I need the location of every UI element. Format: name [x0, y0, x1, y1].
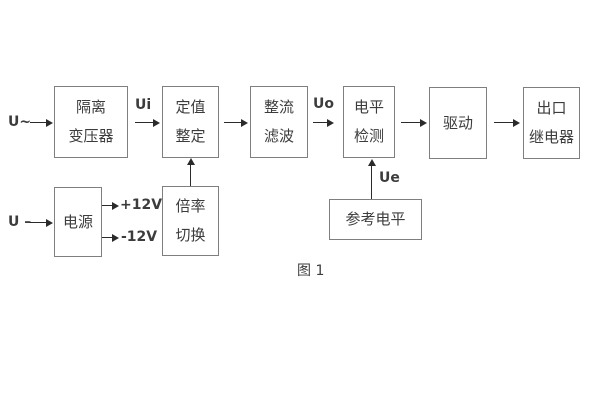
- arrow-shaft: [224, 121, 243, 124]
- block-label-line1: 参考电平: [345, 210, 406, 228]
- arrowhead-right-icon: [241, 118, 248, 127]
- arrow-detect-to-drive-icon: [401, 118, 427, 127]
- arrow-shaft: [30, 221, 48, 224]
- label-minus12v: -12V: [121, 229, 158, 245]
- block-label-line1: 倍率: [175, 197, 206, 215]
- arrow-shaft: [370, 164, 373, 199]
- block-power-supply: 电源: [54, 187, 102, 257]
- block-label-line1: 驱动: [442, 113, 473, 132]
- arrowhead-right-icon: [420, 118, 427, 127]
- block-value-setting: 定值 整定: [162, 86, 219, 158]
- block-label-line1: 电平: [353, 98, 384, 116]
- arrow-shaft: [135, 121, 155, 124]
- arrowhead-up-icon: [367, 159, 376, 166]
- arrowhead-right-icon: [112, 233, 119, 242]
- arrow-setting-to-rectify-icon: [224, 118, 248, 127]
- block-label-line2: 切换: [175, 226, 206, 244]
- figure-caption: 图 1: [297, 263, 325, 279]
- arrow-ratio-to-setting-icon: [186, 158, 195, 186]
- block-rectify-filter: 整流 滤波: [250, 86, 308, 158]
- arrowhead-right-icon: [46, 118, 53, 127]
- block-label-line1: 定值: [175, 98, 206, 116]
- label-input-ac: U~: [8, 114, 32, 130]
- arrow-shaft: [102, 204, 114, 207]
- arrow-shaft: [401, 121, 422, 124]
- arrowhead-right-icon: [153, 118, 160, 127]
- block-label-line2: 变压器: [68, 127, 114, 145]
- block-drive: 驱动: [429, 87, 487, 159]
- block-isolation-transformer: 隔离 变压器: [54, 86, 128, 158]
- arrowhead-right-icon: [112, 201, 119, 210]
- arrow-shaft: [102, 236, 114, 239]
- arrowhead-up-icon: [186, 158, 195, 165]
- label-ui: Ui: [135, 97, 152, 113]
- block-ratio-switch: 倍率 切换: [162, 186, 219, 256]
- block-label-line2: 滤波: [263, 127, 294, 145]
- arrow-shaft: [30, 121, 48, 124]
- label-ue: Ue: [379, 170, 400, 186]
- label-input-dc: U –: [8, 214, 32, 230]
- block-level-detect: 电平 检测: [343, 86, 395, 158]
- block-label-line1: 隔离: [75, 98, 106, 116]
- arrowhead-right-icon: [327, 118, 334, 127]
- block-output-relay: 出口 继电器: [523, 87, 580, 159]
- block-label-line1: 电源: [62, 212, 93, 231]
- arrow-power-plus12-icon: [102, 201, 119, 210]
- arrow-ac-input-icon: [30, 118, 53, 127]
- block-label-line1: 出口: [536, 99, 567, 117]
- arrow-rectify-to-detect-icon: [313, 118, 334, 127]
- arrow-drive-to-relay-icon: [494, 118, 520, 127]
- block-reference-level: 参考电平: [329, 199, 422, 240]
- label-uo: Uo: [313, 96, 334, 112]
- arrowhead-right-icon: [513, 118, 520, 127]
- block-label-line2: 检测: [353, 127, 384, 145]
- arrow-isolation-to-setting-icon: [135, 118, 160, 127]
- arrowhead-right-icon: [46, 218, 53, 227]
- arrow-dc-input-icon: [30, 218, 53, 227]
- block-label-line2: 整定: [175, 127, 206, 145]
- arrow-shaft: [313, 121, 329, 124]
- arrow-shaft: [189, 163, 192, 186]
- arrow-power-minus12-icon: [102, 233, 119, 242]
- label-plus12v: +12V: [120, 197, 163, 213]
- block-label-line1: 整流: [263, 98, 294, 116]
- block-label-line2: 继电器: [528, 128, 574, 146]
- arrow-reference-to-detect-icon: [367, 159, 376, 199]
- arrow-shaft: [494, 121, 515, 124]
